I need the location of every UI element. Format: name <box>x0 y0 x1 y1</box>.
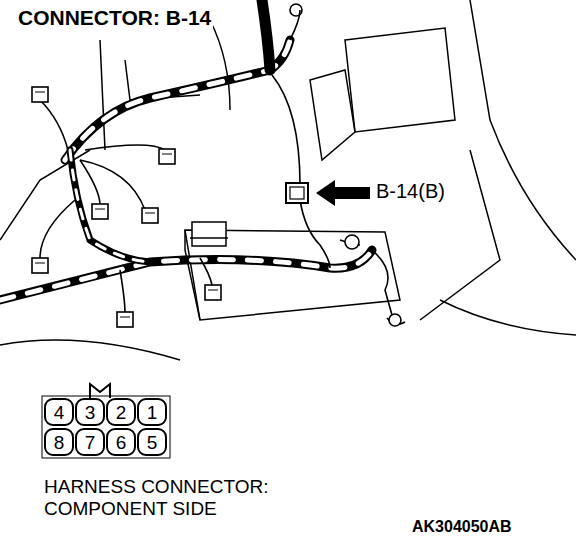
pin-cell: 3 <box>75 398 105 426</box>
pin-cell: 6 <box>106 428 136 456</box>
connector-label: B-14(B) <box>376 180 445 203</box>
view-note: HARNESS CONNECTOR: COMPONENT SIDE <box>44 476 294 520</box>
diagram-title: CONNECTOR: B-14 <box>16 6 213 30</box>
pointer-arrow <box>316 180 370 206</box>
pin-number: 2 <box>116 403 127 422</box>
pin-cell: 1 <box>137 398 167 426</box>
connector-face <box>42 396 170 458</box>
pin-number: 6 <box>116 433 127 452</box>
pin-cell: 5 <box>137 428 167 456</box>
pin-cell: 4 <box>44 398 74 426</box>
pin-number: 8 <box>54 433 65 452</box>
pin-number: 7 <box>85 433 96 452</box>
b14-connector <box>286 183 308 203</box>
pin-number: 1 <box>147 403 158 422</box>
pin-number: 3 <box>85 403 96 422</box>
pin-cell: 7 <box>75 428 105 456</box>
pin-cell: 8 <box>44 428 74 456</box>
pin-number: 5 <box>147 433 158 452</box>
figure-code: AK304050AB <box>412 518 512 536</box>
pin-cell: 2 <box>106 398 136 426</box>
pin-number: 4 <box>54 403 65 422</box>
